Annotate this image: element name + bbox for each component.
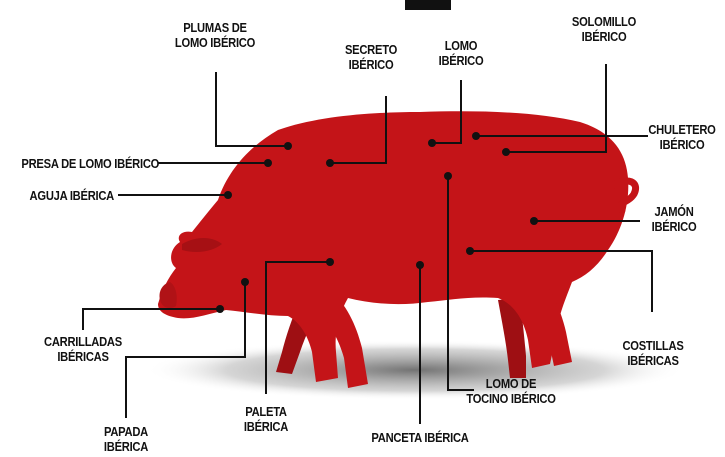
dot-solomillo xyxy=(502,148,510,156)
label-secreto-line2: IBÉRICO xyxy=(332,57,409,72)
label-presa-line1: PRESA DE LOMO IBÉRICO xyxy=(21,156,153,171)
label-plumas-line2: LOMO IBÉRICO xyxy=(168,35,263,50)
label-secreto-line1: SECRETO xyxy=(332,42,409,57)
label-solomillo-line1: SOLOMILLO xyxy=(561,14,647,29)
dot-costillas xyxy=(466,247,474,255)
label-carrilladas: CARRILLADAS IBÉRICAS xyxy=(34,334,132,364)
label-paleta-line1: PALETA xyxy=(232,404,301,419)
label-lomo-line1: LOMO xyxy=(428,38,493,53)
dot-papada xyxy=(241,278,249,286)
ground-shadow xyxy=(145,340,685,400)
dot-chuletero xyxy=(472,132,480,140)
label-plumas-line1: PLUMAS DE xyxy=(168,20,263,35)
label-papada-line2: IBÉRICA xyxy=(90,439,162,454)
label-aguja: AGUJA IBÉRICA xyxy=(25,188,114,203)
dot-aguja xyxy=(224,191,232,199)
label-jamon-line2: IBÉRICO xyxy=(640,219,709,234)
label-costillas: COSTILLAS IBÉRICAS xyxy=(616,338,690,368)
dot-presa xyxy=(264,159,272,167)
label-lomo-tocino: LOMO DE TOCINO IBÉRICO xyxy=(464,376,559,406)
label-lomo-tocino-line1: LOMO DE xyxy=(464,376,559,391)
label-panceta: PANCETA IBÉRICA xyxy=(360,430,480,445)
dot-jamon xyxy=(530,217,538,225)
label-carrilladas-line1: CARRILLADAS xyxy=(34,334,132,349)
label-panceta-line1: PANCETA IBÉRICA xyxy=(360,430,480,445)
dot-carrilladas xyxy=(216,305,224,313)
dot-secreto xyxy=(326,159,334,167)
label-carrilladas-line2: IBÉRICAS xyxy=(34,349,132,364)
label-plumas: PLUMAS DE LOMO IBÉRICO xyxy=(168,20,263,50)
label-lomo-line2: IBÉRICO xyxy=(428,53,493,68)
label-lomo-tocino-line2: TOCINO IBÉRICO xyxy=(464,391,559,406)
label-solomillo-line2: IBÉRICO xyxy=(561,29,647,44)
dot-panceta xyxy=(416,261,424,269)
label-lomo: LOMO IBÉRICO xyxy=(428,38,493,68)
label-costillas-line1: COSTILLAS xyxy=(616,338,690,353)
label-papada: PAPADA IBÉRICA xyxy=(90,424,162,454)
label-costillas-line2: IBÉRICAS xyxy=(616,353,690,368)
label-jamon-line1: JAMÓN xyxy=(640,204,709,219)
label-presa: PRESA DE LOMO IBÉRICO xyxy=(21,156,153,171)
dot-plumas xyxy=(284,142,292,150)
label-aguja-line1: AGUJA IBÉRICA xyxy=(25,188,114,203)
label-jamon: JAMÓN IBÉRICO xyxy=(640,204,709,234)
dot-paleta xyxy=(326,258,334,266)
label-paleta: PALETA IBÉRICA xyxy=(232,404,301,434)
label-chuletero-line2: IBÉRICO xyxy=(646,137,718,152)
label-papada-line1: PAPADA xyxy=(90,424,162,439)
label-paleta-line2: IBÉRICA xyxy=(232,419,301,434)
label-chuletero-line1: CHULETERO xyxy=(646,122,718,137)
title-fragment xyxy=(405,0,451,10)
label-solomillo: SOLOMILLO IBÉRICO xyxy=(561,14,647,44)
dot-lomo xyxy=(428,139,436,147)
dot-lomo-tocino xyxy=(444,172,452,180)
label-chuletero: CHULETERO IBÉRICO xyxy=(646,122,718,152)
label-secreto: SECRETO IBÉRICO xyxy=(332,42,409,72)
